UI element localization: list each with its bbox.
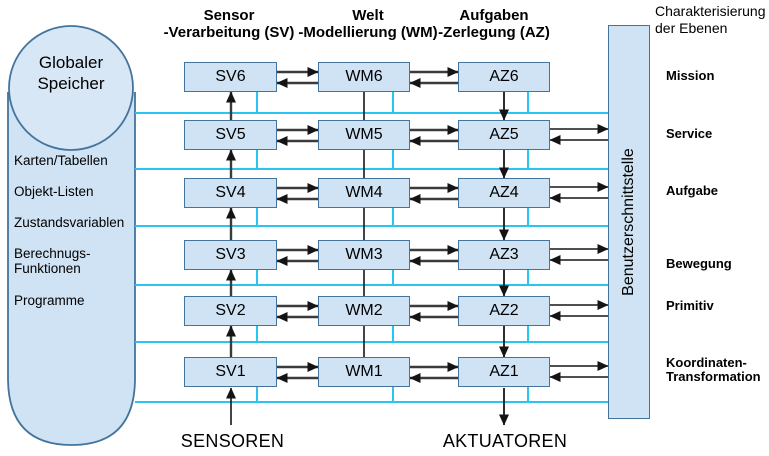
memory-bus (135, 92, 608, 403)
node-az3: AZ3 (458, 240, 550, 270)
memory-item-programme: Programme (14, 293, 85, 308)
sensors-label: SENSOREN (180, 431, 285, 451)
level-label-primitiv: Primitiv (666, 298, 714, 313)
actuators-label: AKTUATOREN (442, 431, 568, 451)
node-wm5: WM5 (318, 120, 410, 150)
column-header-wm-line2: -Modellierung (WM) (298, 23, 438, 41)
node-az1: AZ1 (458, 357, 550, 387)
level-label-service: Service (666, 126, 713, 141)
node-wm2: WM2 (318, 296, 410, 326)
node-sv1: SV1 (184, 357, 277, 387)
node-sv2: SV2 (184, 296, 277, 326)
node-wm4: WM4 (318, 178, 410, 208)
levels-header-line2: der Ebenen (655, 20, 728, 36)
levels-header-line1: Charakterisierung (655, 3, 766, 19)
global-memory-title-line2: Speicher (37, 74, 105, 93)
node-az4: AZ4 (458, 178, 550, 208)
column-header-wm-line1: Welt (352, 7, 384, 24)
column-header-az-line1: Aufgaben (459, 7, 529, 24)
column-header-sv-line2: -Verarbeitung (SV) (163, 23, 295, 41)
levels-header: Charakterisierung der Ebenen (655, 3, 769, 37)
node-az6: AZ6 (458, 62, 550, 92)
level-label-mission: Mission (666, 68, 715, 83)
memory-item-karten: Karten/Tabellen (14, 153, 108, 168)
node-wm6: WM6 (318, 62, 410, 92)
level-label-koordinaten: Koordinaten-Transformation (666, 355, 761, 384)
column-header-sv-line1: Sensor (203, 7, 255, 24)
column-header-az: Aufgaben -Zerlegung (AZ) (414, 7, 574, 41)
global-memory-title-line1: Globaler (38, 53, 104, 72)
level-label-bewegung: Bewegung (666, 256, 732, 271)
node-sv4: SV4 (184, 178, 277, 208)
node-sv5: SV5 (184, 120, 277, 150)
global-memory-top-circle (8, 25, 134, 151)
global-memory-body (7, 92, 136, 446)
global-memory-title: Globaler Speicher (10, 52, 132, 94)
memory-item-berechnung: Berechnugs-Funktionen (14, 246, 91, 276)
node-wm1: WM1 (318, 357, 410, 387)
node-sv6: SV6 (184, 62, 277, 92)
node-az2: AZ2 (458, 296, 550, 326)
node-wm3: WM3 (318, 240, 410, 270)
user-interface-bar: Benutzerschnittstelle (608, 25, 650, 419)
memory-item-zustand: Zustandsvariablen (14, 215, 125, 230)
level-label-aufgabe: Aufgabe (666, 183, 718, 198)
column-header-az-line2: -Zerlegung (AZ) (438, 23, 550, 41)
memory-item-objekt: Objekt-Listen (14, 184, 94, 199)
column-header-wm: Welt -Modellierung (WM) (288, 7, 448, 41)
node-az5: AZ5 (458, 120, 550, 150)
user-interface-bar-label: Benutzerschnittstelle (620, 148, 637, 296)
column-header-sv: Sensor -Verarbeitung (SV) (149, 7, 309, 41)
node-sv3: SV3 (184, 240, 277, 270)
data-flow-arrows (226, 67, 609, 426)
